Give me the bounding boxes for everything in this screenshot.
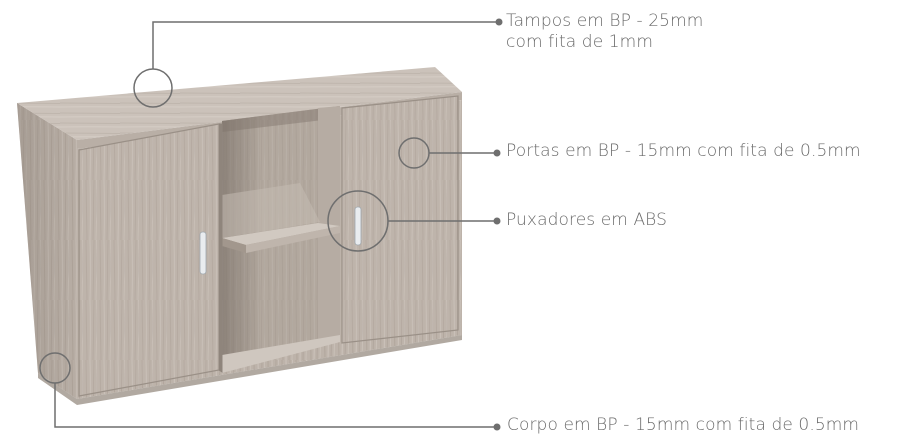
callout-corpo <box>39 352 501 431</box>
callout-puxadores-label: Puxadores em ABS <box>506 210 668 230</box>
callout-puxadores-dot <box>493 217 501 225</box>
open-compartment <box>222 106 340 373</box>
callout-corpo-label: Corpo em BP - 15mm com fita de 0.5mm <box>507 415 860 435</box>
callout-tampos-dot <box>495 18 503 26</box>
callout-tampos-line <box>152 21 499 69</box>
callout-portas-label: Portas em BP - 15mm com fita de 0.5mm <box>506 141 861 161</box>
left-door-handle <box>199 231 207 275</box>
callout-tampos <box>133 18 503 108</box>
callout-tampos-label-line1: Tampos em BP - 25mm <box>506 11 704 31</box>
callout-puxadores <box>327 190 501 252</box>
callout-corpo-dot <box>493 423 501 431</box>
callout-tampos-label-line2: com fita de 1mm <box>506 32 653 52</box>
callout-tampos-label: Tampos em BP - 25mm com fita de 1mm <box>506 11 703 53</box>
callout-corpo-line <box>54 383 497 428</box>
right-door-handle <box>354 206 362 246</box>
callout-portas <box>398 137 501 169</box>
top-panel <box>17 67 462 140</box>
cabinet <box>17 67 462 405</box>
shelf <box>222 223 340 245</box>
left-door <box>78 123 223 397</box>
callout-portas-dot <box>493 149 501 157</box>
